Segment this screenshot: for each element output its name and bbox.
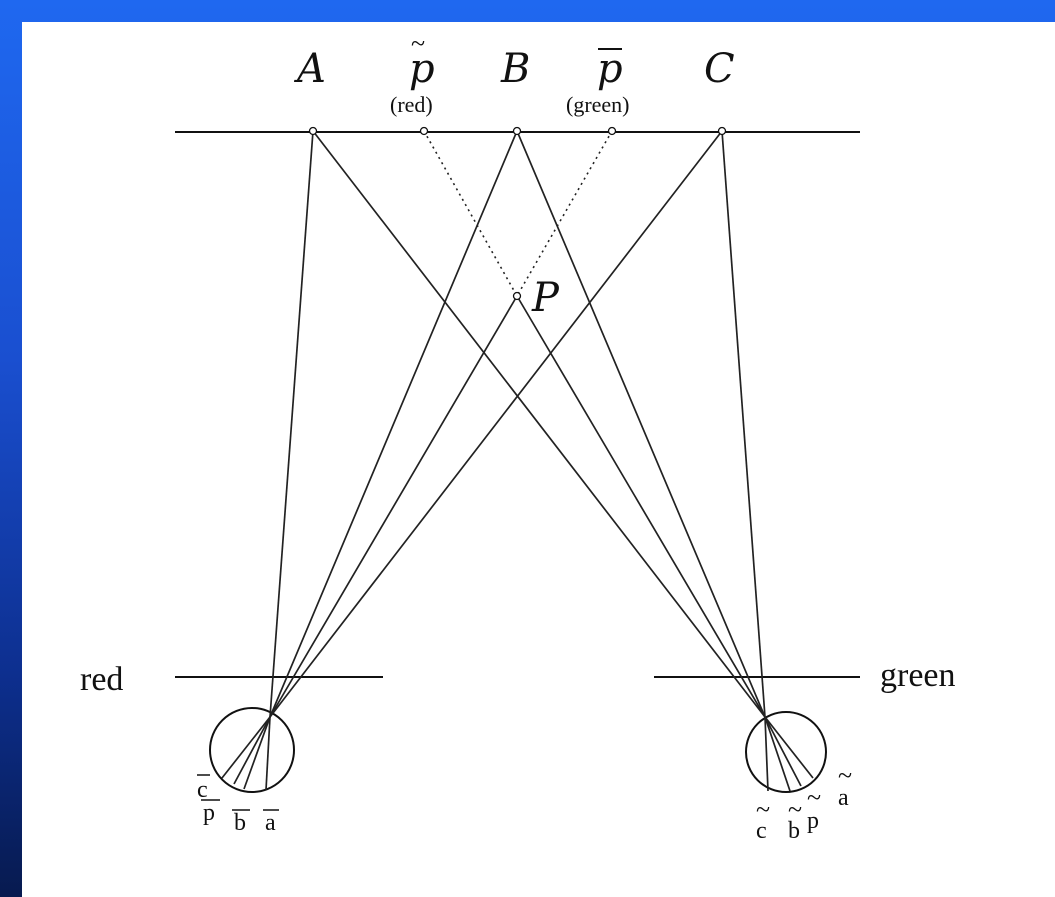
retina-right-a: a (838, 785, 849, 811)
tilde-right-a: ~ (838, 761, 852, 790)
green-note: (green) (566, 92, 630, 117)
dotted-P-to-p-tilde (423, 130, 518, 297)
retina-left-a: a (265, 810, 276, 836)
retina-ray-right-a (764, 716, 814, 779)
dotted-P-to-p-bar (516, 130, 613, 297)
ray-P-right-eye (516, 295, 766, 718)
label-A: A (293, 46, 326, 92)
retina-left-c: c (197, 777, 208, 803)
point-C (717, 126, 727, 136)
red-note: (red) (390, 92, 433, 117)
label-p-tilde: p (409, 46, 435, 92)
left-eye (209, 707, 295, 793)
label-green-side: green (880, 657, 956, 694)
retina-left-b: b (234, 810, 246, 836)
tilde-mark-p: ~ (411, 29, 425, 58)
label-p-bar: p (597, 46, 623, 92)
ray-C-left-eye (269, 130, 723, 718)
retina-right-b: b (788, 818, 800, 844)
retina-right-p: p (807, 808, 819, 834)
ray-C-right-eye (721, 130, 766, 718)
ray-B-right-eye (516, 130, 766, 718)
ray-P-left-eye (269, 295, 518, 718)
right-eye (745, 711, 827, 793)
ray-A-right-eye (312, 130, 766, 718)
retina-ray-right-p (764, 716, 802, 787)
label-red-side: red (80, 661, 123, 698)
retina-ray-right-c (764, 716, 769, 792)
ray-B-left-eye (269, 130, 518, 718)
label-C: C (704, 46, 735, 92)
slide-canvas (22, 22, 1055, 897)
retina-ray-left-b (243, 716, 271, 790)
label-P: P (531, 275, 560, 321)
point-B (512, 126, 522, 136)
tilde-right-b: ~ (788, 795, 802, 824)
point-p-tilde (419, 126, 429, 136)
label-B: B (500, 46, 530, 92)
retina-left-p: p (203, 800, 215, 826)
point-A (308, 126, 318, 136)
retina-ray-left-c (221, 716, 271, 779)
ray-A-left-eye (269, 130, 314, 718)
retina-right-c: c (756, 818, 767, 844)
tilde-right-c: ~ (756, 795, 770, 824)
retina-ray-left-a (265, 716, 271, 791)
retina-ray-right-b (764, 716, 791, 792)
retina-ray-left-p (233, 716, 271, 785)
point-p-bar (607, 126, 617, 136)
point-P (512, 291, 522, 301)
tilde-right-p: ~ (807, 783, 821, 812)
